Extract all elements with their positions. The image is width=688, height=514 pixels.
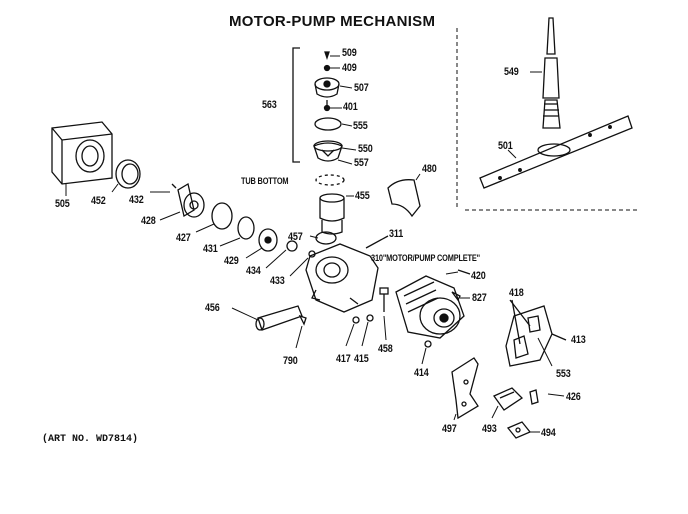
callout-401: 401 — [343, 101, 358, 113]
callout-493: 493 — [482, 423, 497, 435]
callout-418: 418 — [509, 287, 524, 299]
callout-549: 549 — [504, 66, 519, 78]
part-458 — [379, 287, 389, 312]
part-415 — [366, 314, 374, 322]
part-452 — [115, 159, 141, 189]
diagram-title: MOTOR-PUMP MECHANISM — [229, 13, 436, 30]
callout-428: 428 — [141, 215, 156, 227]
callout-790: 790 — [283, 355, 298, 367]
part-418-413-553 — [505, 299, 567, 367]
callout-311: 311 — [389, 228, 404, 240]
callout-507: 507 — [354, 82, 369, 94]
callout-455: 455 — [355, 190, 370, 202]
part-427 — [211, 202, 233, 230]
callout-563: 563 — [262, 99, 277, 111]
part-414 — [424, 340, 432, 348]
part-790 — [298, 314, 307, 326]
callout-457: 457 — [288, 231, 303, 243]
part-429 — [258, 228, 278, 252]
callout-tub-bottom: TUB BOTTOM — [241, 176, 289, 186]
top-pump-stack — [313, 51, 345, 186]
callout-550: 550 — [358, 143, 373, 155]
part-456 — [255, 305, 303, 331]
part-501 — [479, 115, 633, 189]
part-493 — [493, 387, 524, 411]
callout-420: 420 — [471, 270, 486, 282]
part-497 — [451, 357, 479, 420]
part-827 — [451, 291, 461, 302]
callout-415: 415 — [354, 353, 369, 365]
callout-417: 417 — [336, 353, 351, 365]
callout-432: 432 — [129, 194, 144, 206]
callout-827: 827 — [472, 292, 487, 304]
callout-310-motor-pump-complete: 310"MOTOR/PUMP COMPLETE" — [371, 253, 481, 263]
callout-497: 497 — [442, 423, 457, 435]
callout-414: 414 — [414, 367, 429, 379]
callout-480: 480 — [422, 163, 437, 175]
callout-501: 501 — [498, 140, 513, 152]
part-420 — [457, 269, 471, 275]
callout-458: 458 — [378, 343, 393, 355]
callout-509: 509 — [342, 47, 357, 59]
part-417 — [352, 316, 360, 324]
callout-505: 505 — [55, 198, 70, 210]
part-505 — [51, 121, 113, 185]
callout-452: 452 — [91, 195, 106, 207]
callout-426: 426 — [566, 391, 581, 403]
art-number: (ART NO. WD7814) — [42, 434, 139, 445]
callout-429: 429 — [224, 255, 239, 267]
part-480 — [387, 179, 421, 218]
part-549 — [542, 17, 561, 129]
callout-433: 433 — [270, 275, 285, 287]
callout-553: 553 — [556, 368, 571, 380]
callout-494: 494 — [541, 427, 556, 439]
part-426 — [529, 389, 539, 405]
callout-431: 431 — [203, 243, 218, 255]
part-311-pump-housing — [305, 235, 389, 313]
part-310-motor — [395, 275, 465, 339]
part-455 — [319, 193, 345, 235]
callout-557: 557 — [354, 157, 369, 169]
part-434 — [286, 240, 298, 252]
part-428 — [171, 182, 205, 218]
divider-lines — [456, 28, 640, 211]
callout-413: 413 — [571, 334, 586, 346]
callout-409: 409 — [342, 62, 357, 74]
part-431 — [237, 216, 255, 240]
callout-555: 555 — [353, 120, 368, 132]
leader-lines — [65, 55, 565, 433]
callout-456: 456 — [205, 302, 220, 314]
part-494 — [506, 421, 532, 439]
callout-427: 427 — [176, 232, 191, 244]
callout-434: 434 — [246, 265, 261, 277]
bracket-563 — [292, 47, 300, 163]
